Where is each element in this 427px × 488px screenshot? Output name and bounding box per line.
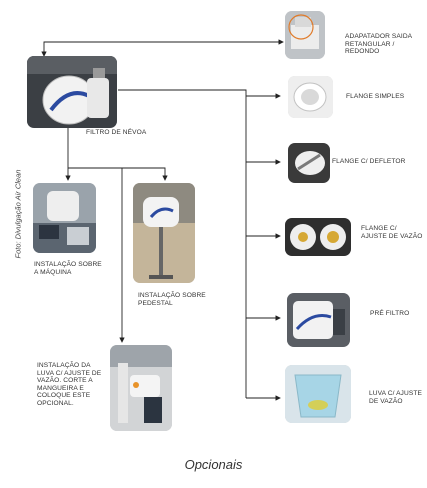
connector-adaptador (41, 41, 282, 57)
flange-defletor-photo (288, 143, 330, 183)
flange-ajuste-label: FLANGE C/ AJUSTE DE VAZÃO (361, 225, 423, 240)
filtro-de-nevoa-label: FILTRO DE NÉVOA (86, 129, 147, 136)
instalacao-luva-label: INSTALAÇÃO DA LUVA C/ AJUSTE DE VAZÃO. C… (37, 362, 102, 407)
photo-credit: Foto: Divulgação Air Clean (13, 169, 23, 259)
instalacao-maquina-label: INSTALAÇÃO SOBRE A MÁQUINA (34, 261, 102, 276)
instalacao-luva-photo (110, 345, 172, 431)
adaptador-label: ADAPATADOR SAIDA RETANGULAR / REDONDO (345, 33, 412, 56)
pre-filtro-photo (287, 293, 350, 347)
adaptador-photo (285, 11, 325, 59)
luva-ajuste-photo (285, 365, 351, 423)
instalacao-pedestal-photo (133, 183, 195, 283)
pre-filtro-label: PRÉ FILTRO (370, 310, 410, 317)
luva-ajuste-label: LUVA C/ AJUSTE DE VAZÃO (369, 390, 422, 405)
figure-caption: Opcionais (184, 457, 243, 472)
instalacao-pedestal-label: INSTALAÇÃO SOBRE PEDESTAL (138, 292, 206, 307)
flange-simples-photo (288, 76, 333, 118)
connector-pedestal (68, 167, 168, 181)
instalacao-maquina-photo (33, 183, 96, 253)
flange-defletor-label: FLANGE C/ DEFLETOR (332, 158, 406, 165)
flange-ajuste-photo (285, 218, 351, 256)
flange-simples-label: FLANGE SIMPLES (346, 93, 405, 100)
filtro-de-nevoa-photo (27, 56, 117, 128)
